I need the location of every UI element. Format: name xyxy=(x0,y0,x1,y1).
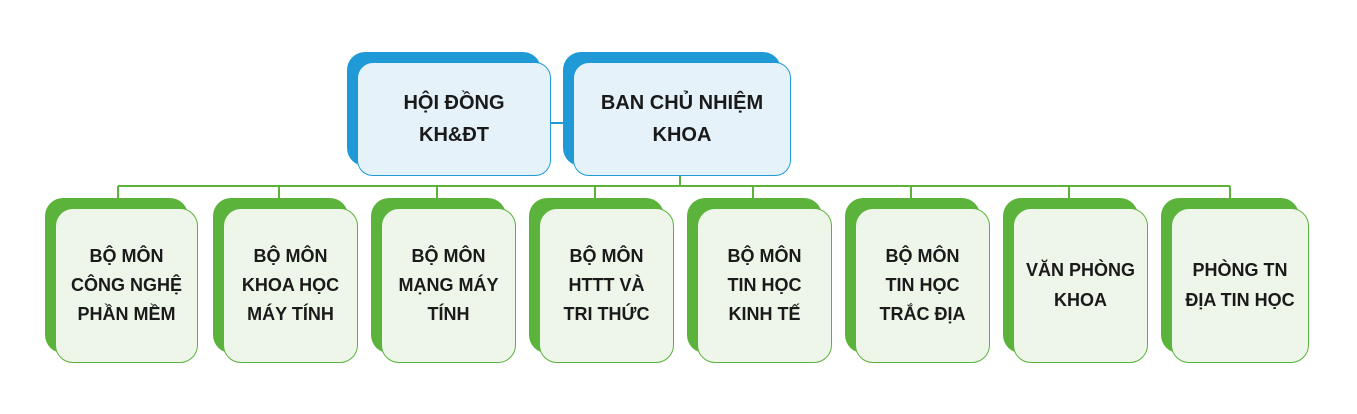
node-box: BỘ MÔN MẠNG MÁY TÍNH xyxy=(381,208,516,363)
node-unit-httt: BỘ MÔN HTTT VÀ TRI THỨC xyxy=(529,198,674,363)
node-box: BAN CHỦ NHIỆM KHOA xyxy=(573,62,791,176)
node-box: BỘ MÔN TIN HỌC TRẮC ĐỊA xyxy=(855,208,990,363)
node-box: VĂN PHÒNG KHOA xyxy=(1013,208,1148,363)
node-box: BỘ MÔN HTTT VÀ TRI THỨC xyxy=(539,208,674,363)
node-label: BỘ MÔN TIN HỌC KINH TẾ xyxy=(727,245,802,325)
node-box: PHÒNG TN ĐỊA TIN HỌC xyxy=(1171,208,1309,363)
node-label: HỘI ĐỒNG KH&ĐT xyxy=(403,91,505,146)
node-unit-cnpm: BỘ MÔN CÔNG NGHỆ PHẦN MỀM xyxy=(45,198,198,363)
node-box: BỘ MÔN KHOA HỌC MÁY TÍNH xyxy=(223,208,358,363)
node-label: BỘ MÔN CÔNG NGHỆ PHẦN MỀM xyxy=(70,245,182,325)
node-unit-thkt: BỘ MÔN TIN HỌC KINH TẾ xyxy=(687,198,832,363)
drop-lines xyxy=(117,186,1231,198)
node-ban-chu-nhiem: BAN CHỦ NHIỆM KHOA xyxy=(563,52,791,176)
node-label: BAN CHỦ NHIỆM KHOA xyxy=(600,91,764,146)
node-box: BỘ MÔN TIN HỌC KINH TẾ xyxy=(697,208,832,363)
node-unit-thtd: BỘ MÔN TIN HỌC TRẮC ĐỊA xyxy=(845,198,990,363)
node-box: HỘI ĐỒNG KH&ĐT xyxy=(357,62,551,176)
node-label: BỘ MÔN HTTT VÀ TRI THỨC xyxy=(563,245,650,325)
node-unit-khmt: BỘ MÔN KHOA HỌC MÁY TÍNH xyxy=(213,198,358,363)
node-unit-ptn: PHÒNG TN ĐỊA TIN HỌC xyxy=(1161,198,1309,363)
node-label: BỘ MÔN MẠNG MÁY TÍNH xyxy=(398,245,499,325)
node-unit-vpk: VĂN PHÒNG KHOA xyxy=(1003,198,1148,363)
node-hoi-dong: HỘI ĐỒNG KH&ĐT xyxy=(347,52,551,176)
node-unit-mmt: BỘ MÔN MẠNG MÁY TÍNH xyxy=(371,198,516,363)
node-label: BỘ MÔN KHOA HỌC MÁY TÍNH xyxy=(241,245,340,325)
node-label: VĂN PHÒNG KHOA xyxy=(1025,260,1135,310)
node-label: BỘ MÔN TIN HỌC TRẮC ĐỊA xyxy=(879,245,966,325)
node-label: PHÒNG TN ĐỊA TIN HỌC xyxy=(1185,260,1295,310)
node-box: BỘ MÔN CÔNG NGHỆ PHẦN MỀM xyxy=(55,208,198,363)
